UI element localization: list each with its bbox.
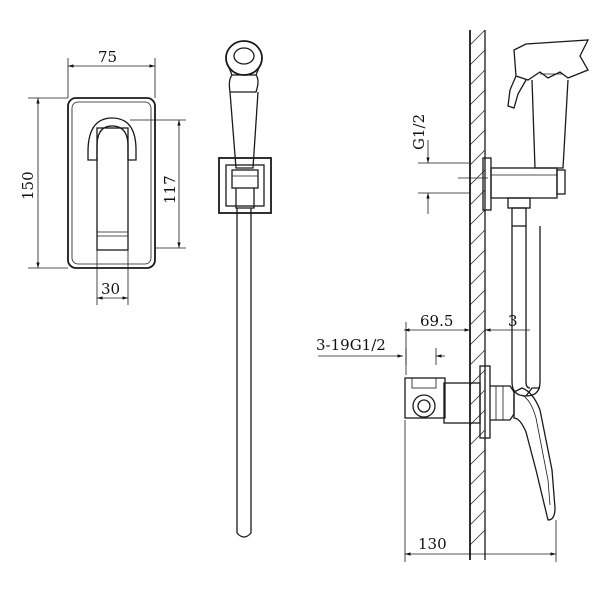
wall-holder xyxy=(218,157,272,214)
side-view: G1/2 69.5 3 3-19G1/2 130 xyxy=(316,29,590,562)
dim-wall-offset: 69.5 xyxy=(420,312,453,330)
upper-wall-flange xyxy=(482,157,492,211)
dim-wall-gap: 3 xyxy=(508,312,518,330)
dim-handle-height: 117 xyxy=(161,175,179,204)
dim-install-range: 3-19G1/2 xyxy=(316,336,386,354)
sprayer-handle-side xyxy=(531,79,569,169)
dim-plate-height: 150 xyxy=(19,171,37,200)
wall-hatch xyxy=(469,29,486,546)
mixer-lever-side xyxy=(513,387,556,521)
sprayer-head-side xyxy=(513,39,590,81)
lever-knob xyxy=(87,117,137,161)
lever-body xyxy=(96,127,129,251)
handshower-body xyxy=(229,91,259,169)
dim-handle-width: 30 xyxy=(101,280,120,298)
mixer-body xyxy=(443,382,481,424)
cover-plate xyxy=(67,97,156,269)
upper-holder-block xyxy=(490,167,558,199)
dim-total-depth: 130 xyxy=(418,535,447,553)
cover-plate-inner xyxy=(71,101,152,265)
handshower-front-view xyxy=(218,40,272,538)
dim-plate-width: 75 xyxy=(98,48,117,66)
front-view: 75 150 117 30 xyxy=(19,48,186,305)
spray-head xyxy=(225,40,263,76)
dim-thread: G1/2 xyxy=(410,114,428,150)
